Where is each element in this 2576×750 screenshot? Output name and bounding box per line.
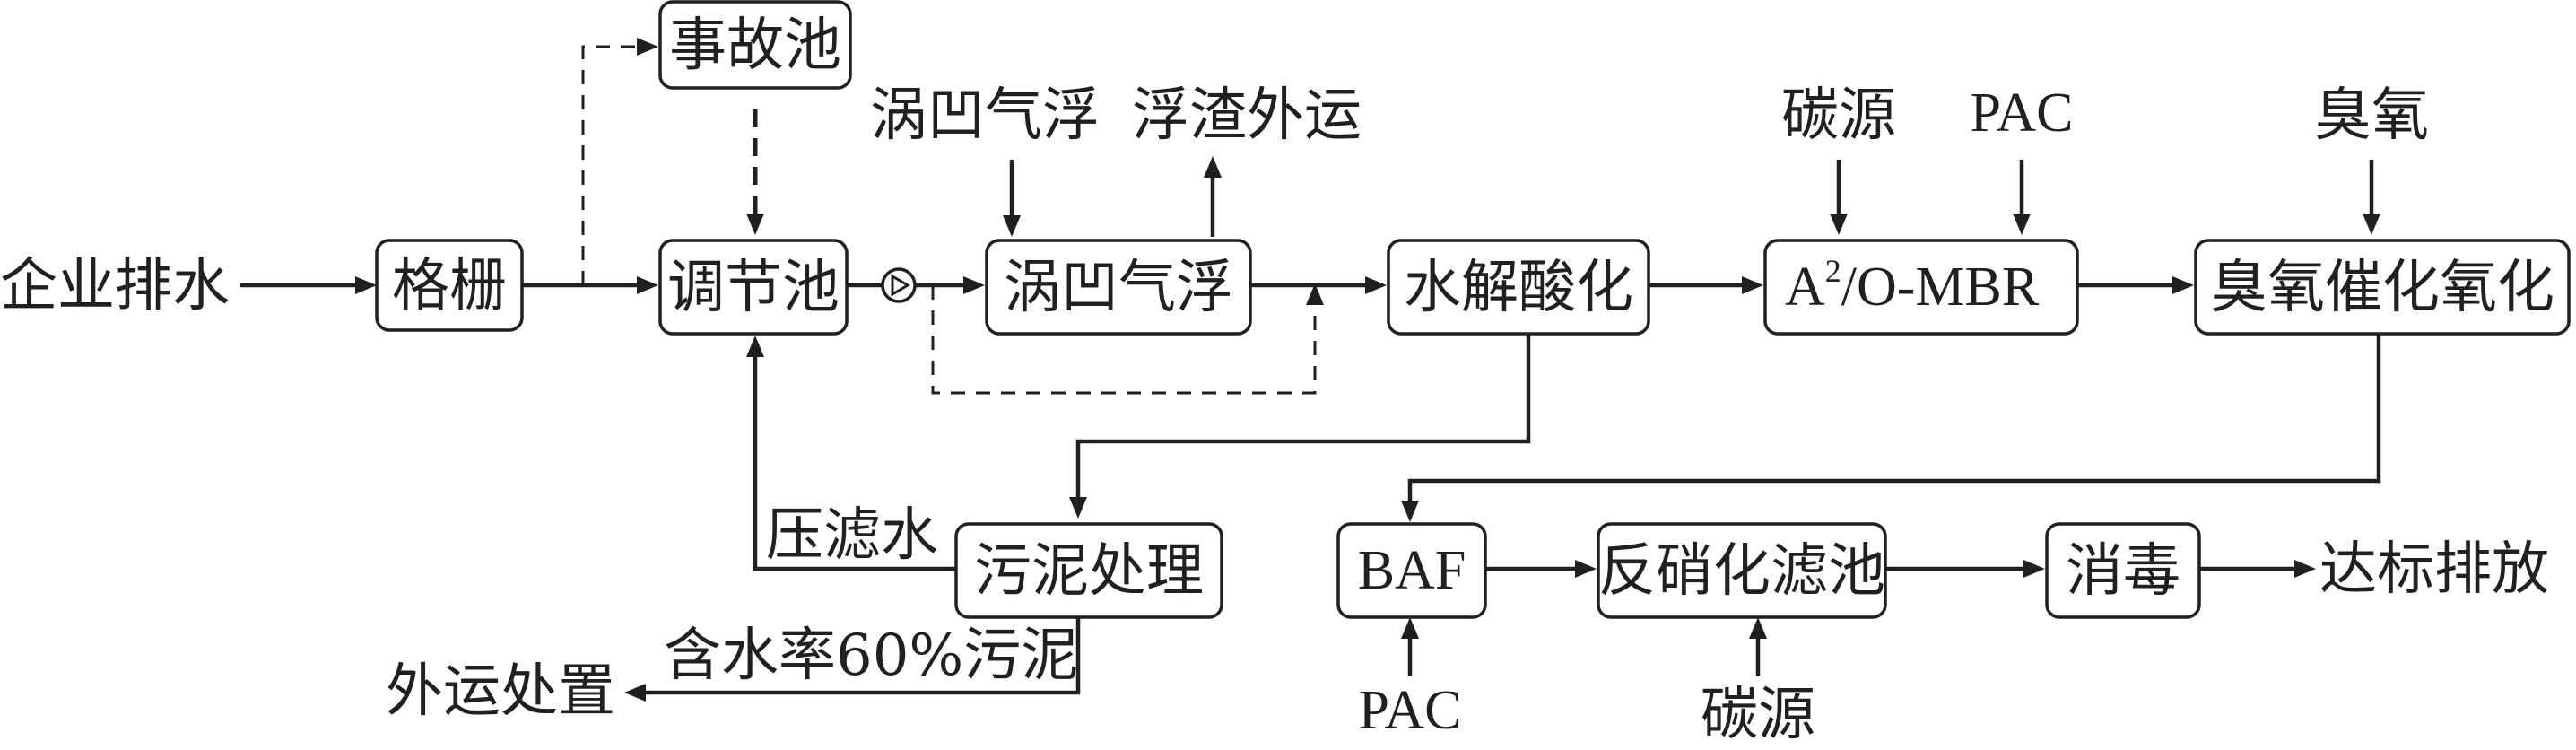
node-vortex-flotation: 涡凹气浮: [985, 239, 1252, 336]
flow-bypass-to-accident-pool: [581, 38, 658, 285]
node-a2o-mbr-label: A2/O-MBR: [1785, 253, 2040, 318]
label-outbound-disposal: 外运处置: [386, 658, 615, 725]
node-equalization-tank-label: 调节池: [667, 255, 840, 321]
flow-disinfection-to-discharge: [2199, 560, 2316, 578]
node-baf-label: BAF: [1358, 540, 1466, 601]
flow-hydrolysis-to-sludge: [1069, 334, 1531, 519]
flow-flotation-to-hydrolysis: [1250, 276, 1387, 294]
flow-equalization-to-flotation: [847, 276, 985, 294]
node-sludge-treatment-label: 污泥处理: [974, 538, 1204, 605]
flow-carbon-source-to-denitrification: [1749, 617, 1767, 676]
flow-denitrification-to-disinfection: [1885, 560, 2045, 578]
node-accident-pool-label: 事故池: [669, 13, 841, 79]
flow-grille-to-equalization: [522, 276, 658, 294]
label-carbon-source-top: 碳源: [1781, 83, 1896, 149]
label-discharge-standard: 达标排放: [2319, 536, 2549, 603]
flow-press-filtrate-to-equalization: [746, 336, 956, 571]
pump-icon: [881, 267, 917, 303]
flow-carbon-source-to-mbr: [1830, 160, 1848, 235]
node-hydrolysis-acidification: 水解酸化: [1387, 239, 1650, 336]
flow-flotation-air-input: [1003, 160, 1021, 237]
flow-pac-to-baf: [1401, 617, 1419, 676]
label-ozone: 臭氧: [2314, 83, 2429, 149]
node-grille: 格栅: [375, 239, 524, 332]
node-disinfection: 消毒: [2045, 522, 2201, 619]
node-baf: BAF: [1336, 522, 1487, 619]
flow-flotation-recycle-loop: [931, 283, 1324, 395]
flow-hydrolysis-to-mbr: [1649, 276, 1763, 294]
flow-ozone-input: [2363, 160, 2380, 235]
node-denitrification-filter-label: 反硝化滤池: [1598, 538, 1885, 605]
label-press-filtrate: 压滤水: [766, 502, 938, 569]
node-disinfection-label: 消毒: [2066, 538, 2180, 605]
node-vortex-flotation-label: 涡凹气浮: [1004, 255, 1233, 321]
node-denitrification-filter: 反硝化滤池: [1597, 522, 1887, 619]
label-scum-outbound: 浮渣外运: [1132, 83, 1362, 149]
label-sludge-60: 含水率60%污泥: [664, 623, 1078, 689]
flow-sludge-to-outbound-disposal: [624, 617, 1081, 702]
flow-baf-to-denitrification: [1485, 560, 1597, 578]
node-sludge-treatment: 污泥处理: [954, 522, 1223, 619]
flow-scum-outbound: [1204, 156, 1222, 237]
label-enterprise-discharge: 企业排水: [0, 253, 230, 319]
flow-accident-pool-to-equalization: [746, 109, 764, 235]
node-grille-label: 格栅: [392, 253, 507, 319]
label-pac-bottom: PAC: [1359, 680, 1462, 741]
flow-mbr-to-ozone-oxidation: [2077, 276, 2194, 294]
node-hydrolysis-acidification-label: 水解酸化: [1404, 255, 1633, 321]
node-a2o-mbr: A2/O-MBR: [1763, 239, 2079, 336]
flow-ozone-oxidation-to-baf: [1401, 334, 2381, 522]
flow-pac-to-mbr: [2013, 160, 2031, 235]
node-accident-pool: 事故池: [658, 0, 852, 90]
node-ozone-catalytic-oxidation-label: 臭氧催化氧化: [2210, 255, 2554, 321]
node-ozone-catalytic-oxidation: 臭氧催化氧化: [2194, 239, 2571, 336]
label-vortex-flotation-input: 涡凹气浮: [870, 83, 1100, 149]
flow-discharge-to-grille: [240, 276, 377, 294]
label-carbon-source-bottom: 碳源: [1701, 682, 1815, 748]
node-equalization-tank: 调节池: [658, 239, 849, 336]
label-pac-top: PAC: [1971, 83, 2074, 144]
